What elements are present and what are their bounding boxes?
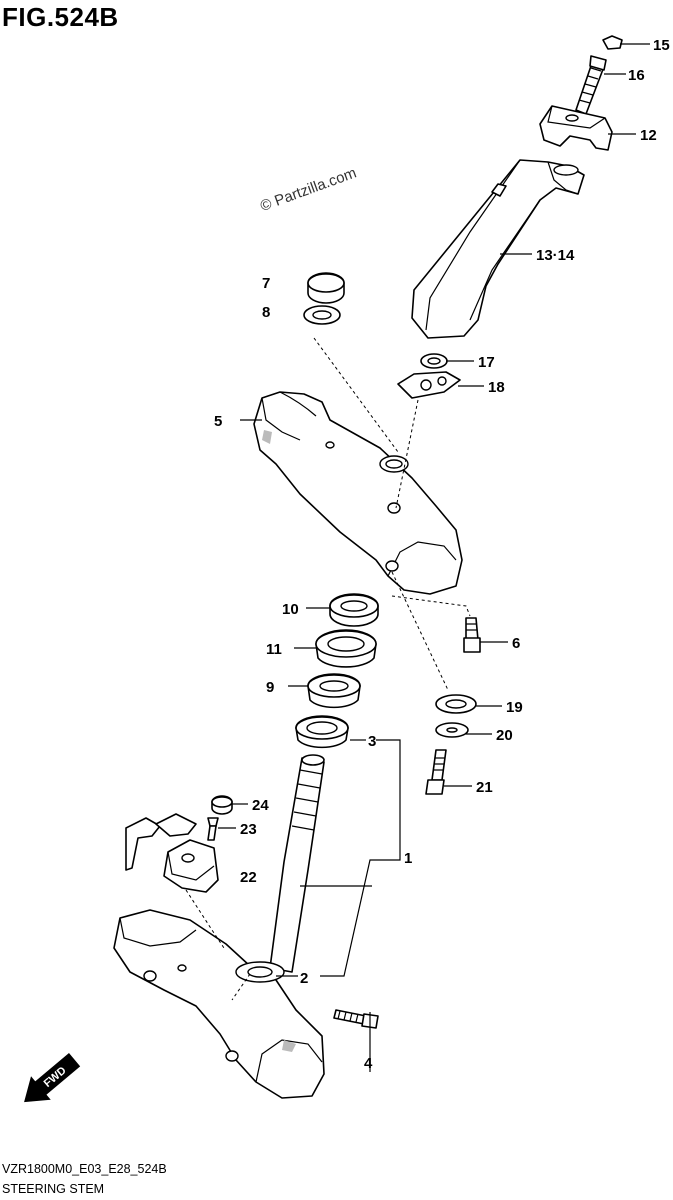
part-19-washer xyxy=(435,694,477,714)
callout-21: 21 xyxy=(476,779,493,796)
callout-10: 10 xyxy=(282,601,299,618)
part-16-bolt xyxy=(575,55,607,115)
part-21-bolt xyxy=(425,749,447,795)
part-17-washer xyxy=(420,353,448,369)
part-13-14-handlebar xyxy=(411,159,585,339)
callout-17: 17 xyxy=(478,354,495,371)
callout-24: 24 xyxy=(252,797,269,814)
diagram-caption: STEERING STEM xyxy=(2,1182,105,1196)
part-2-lower-bracket xyxy=(113,909,325,1099)
part-4-bolt xyxy=(333,1009,379,1029)
callout-2: 2 xyxy=(300,970,308,987)
part-7-cap xyxy=(307,272,345,304)
part-18-plate xyxy=(397,371,461,399)
callout-23: 23 xyxy=(240,821,257,838)
callout-19: 19 xyxy=(506,699,523,716)
figure-title: FIG.524B xyxy=(2,2,119,32)
callout-13-14: 13·14 xyxy=(536,247,575,264)
callout-7: 7 xyxy=(262,275,270,292)
part-11-race xyxy=(315,629,377,668)
steering-lock xyxy=(125,813,219,893)
part-23-screw xyxy=(207,817,219,841)
part-12-clamp xyxy=(539,105,613,151)
callout-5: 5 xyxy=(214,413,222,430)
callout-22: 22 xyxy=(240,869,257,886)
callout-9: 9 xyxy=(266,679,274,696)
fwd-arrow: FWD xyxy=(24,1053,81,1103)
callout-15: 15 xyxy=(653,37,670,54)
callout-1: 1 xyxy=(404,850,412,867)
part-9-bearing xyxy=(307,673,361,709)
part-8-washer xyxy=(303,305,341,325)
part-5-upper-bracket xyxy=(253,391,463,595)
part-15-cap xyxy=(602,35,623,50)
callout-12: 12 xyxy=(640,127,657,144)
part-10-seal xyxy=(329,593,379,627)
callout-20: 20 xyxy=(496,727,513,744)
assembly-lines xyxy=(185,337,471,1001)
callout-16: 16 xyxy=(628,67,645,84)
part-6-bolt xyxy=(463,617,481,653)
part-24-cap xyxy=(211,795,233,815)
callout-11: 11 xyxy=(266,641,282,658)
diagram-code: VZR1800M0_E03_E28_524B xyxy=(2,1162,167,1176)
callout-3: 3 xyxy=(368,733,376,750)
callout-6: 6 xyxy=(512,635,520,652)
part-3-bearing xyxy=(295,715,349,749)
callout-labels: 15 16 12 13·14 7 8 17 18 5 10 6 11 19 9 … xyxy=(214,37,670,1072)
part-20-washer xyxy=(435,722,469,738)
callout-4: 4 xyxy=(364,1055,373,1072)
callout-18: 18 xyxy=(488,379,505,396)
callout-8: 8 xyxy=(262,304,270,321)
leader-lines xyxy=(218,43,650,1072)
part-22-stem-shaft xyxy=(269,754,325,973)
